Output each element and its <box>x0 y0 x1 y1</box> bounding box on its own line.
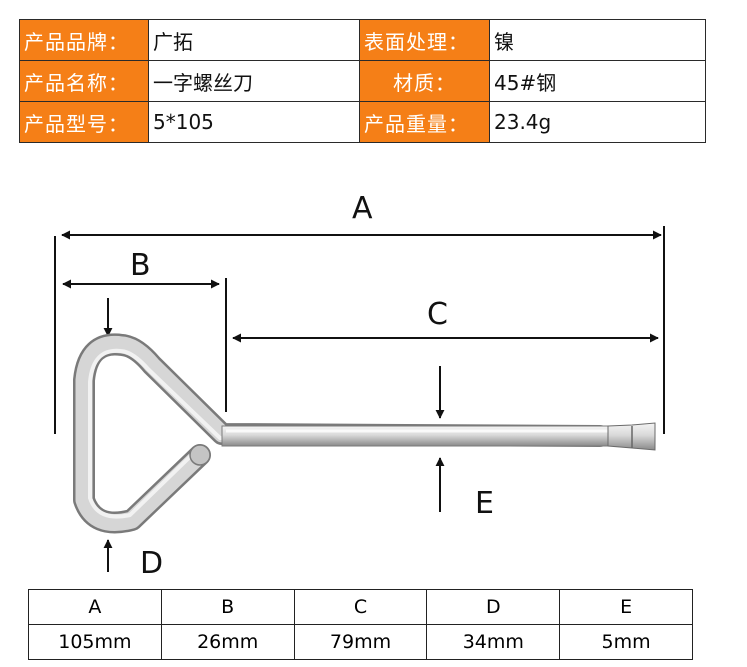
header-d: D <box>426 589 561 625</box>
material-label: 材质： <box>359 60 490 102</box>
dimension-table: A B C D E 105mm 26mm 79mm 34mm 5mm <box>28 589 693 660</box>
spec-row-name: 产品名称： 一字螺丝刀 材质： 45#钢 <box>19 60 706 102</box>
header-e: E <box>559 589 693 625</box>
brand-value: 广拓 <box>148 19 360 61</box>
value-a: 105mm <box>28 624 162 660</box>
spec-row-brand: 产品品牌： 广拓 表面处理： 镍 <box>19 19 706 61</box>
label-e: E <box>475 486 494 521</box>
value-b: 26mm <box>160 624 295 660</box>
value-d: 34mm <box>426 624 561 660</box>
surface-label: 表面处理： <box>359 19 490 61</box>
handle-loop-highlight <box>88 348 602 519</box>
spec-row-model: 产品型号： 5*105 产品重量： 23.4g <box>19 101 706 143</box>
handle-loop-body <box>75 335 609 531</box>
value-e: 5mm <box>559 624 693 660</box>
label-d: D <box>140 546 163 581</box>
material-value: 45#钢 <box>489 60 706 102</box>
name-value: 一字螺丝刀 <box>148 60 360 102</box>
header-c: C <box>293 589 428 625</box>
label-a: A <box>352 191 373 226</box>
screwdriver-drawing <box>73 333 656 534</box>
weight-value: 23.4g <box>489 101 706 143</box>
dimension-header-row: A B C D E <box>28 589 693 625</box>
model-value: 5*105 <box>148 101 360 143</box>
value-c: 79mm <box>293 624 428 660</box>
label-c: C <box>427 297 448 332</box>
header-b: B <box>160 589 295 625</box>
name-label: 产品名称： <box>19 60 149 102</box>
model-label: 产品型号： <box>19 101 149 143</box>
shaft <box>221 425 611 447</box>
handle-end-cap <box>189 444 211 466</box>
spec-table: 产品品牌： 广拓 表面处理： 镍 产品名称： 一字螺丝刀 材质： 45#钢 产品… <box>19 19 706 143</box>
dimension-value-row: 105mm 26mm 79mm 34mm 5mm <box>28 624 693 660</box>
dimension-diagram: A B C D E <box>54 191 665 581</box>
weight-label: 产品重量： <box>359 101 490 143</box>
brand-label: 产品品牌： <box>19 19 149 61</box>
label-b: B <box>130 248 151 283</box>
header-a: A <box>28 589 162 625</box>
surface-value: 镍 <box>489 19 706 61</box>
